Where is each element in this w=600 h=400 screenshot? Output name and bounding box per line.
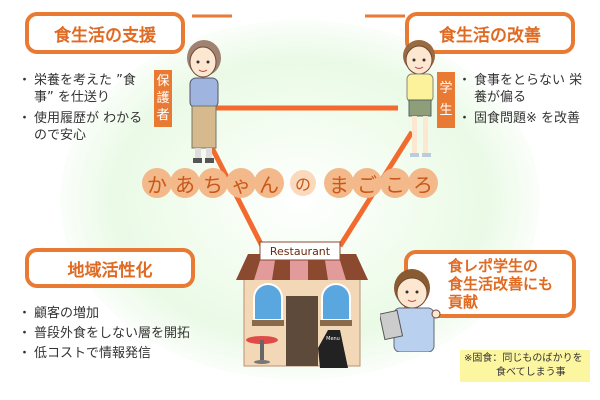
guardian-bullet-2: 使用履歴が わかるので安心 bbox=[18, 110, 152, 144]
title-char: の bbox=[290, 170, 316, 196]
male-student-illustration bbox=[380, 269, 441, 352]
heading-support: 食生活の支援 bbox=[54, 25, 156, 46]
community-bullet-3: 低コストで情報発信 bbox=[18, 345, 222, 362]
title-char: ち bbox=[198, 168, 228, 198]
student-bullet-1: 食事をとらない 栄養が偏る bbox=[458, 72, 592, 106]
heading-improve: 食生活の改善 bbox=[439, 25, 541, 46]
heading-report: 食レポ学生の 食生活改善にも 貢献 bbox=[448, 257, 554, 311]
guardian-illustration bbox=[187, 40, 221, 163]
guardian-bullets: 栄養を考えた ”食事” を仕送り 使用履歴が わかるので安心 bbox=[18, 72, 152, 148]
community-bullet-1: 顧客の増加 bbox=[18, 305, 222, 322]
title-char: ゃ bbox=[226, 168, 256, 198]
heading-community-box: 地域活性化 bbox=[25, 248, 195, 288]
title-char: ご bbox=[352, 168, 382, 198]
student-bullet-2: 固食問題※ を改善 bbox=[458, 110, 592, 127]
heading-support-box: 食生活の支援 bbox=[25, 12, 185, 54]
footnote-line-2: 食べてしまう事 bbox=[496, 367, 566, 378]
menu-board: Menu bbox=[326, 336, 340, 342]
student-illustration bbox=[403, 40, 435, 157]
guardian-bullet-1: 栄養を考えた ”食事” を仕送り bbox=[18, 72, 152, 106]
student-bullets: 食事をとらない 栄養が偏る 固食問題※ を改善 bbox=[458, 72, 592, 131]
footnote: ※固食：同じものばかりを 食べてしまう事 bbox=[460, 350, 590, 382]
title-char: こ bbox=[380, 168, 410, 198]
role-label-guardian: 保護者 bbox=[154, 70, 172, 127]
community-bullet-2: 普段外食をしない層を開拓 bbox=[18, 325, 222, 342]
restaurant-sign: Restaurant bbox=[270, 245, 331, 258]
title-char: か bbox=[142, 168, 172, 198]
heading-community: 地域活性化 bbox=[67, 260, 153, 281]
heading-improve-box: 食生活の改善 bbox=[405, 12, 575, 54]
restaurant-illustration: Restaurant Menu bbox=[236, 241, 368, 368]
title-char: ん bbox=[254, 168, 284, 198]
title-char: ま bbox=[324, 168, 354, 198]
role-label-student: 学生 bbox=[437, 72, 455, 128]
community-bullets: 顧客の増加 普段外食をしない層を開拓 低コストで情報発信 bbox=[18, 305, 222, 366]
title-char: ろ bbox=[408, 168, 438, 198]
title-char: あ bbox=[170, 168, 200, 198]
title-kaachan-no-magokoro: か あ ち ゃ ん の ま ご こ ろ bbox=[142, 168, 438, 198]
footnote-line-1: ※固食：同じものばかりを bbox=[464, 353, 583, 364]
heading-report-box: 食レポ学生の 食生活改善にも 貢献 bbox=[404, 250, 576, 318]
